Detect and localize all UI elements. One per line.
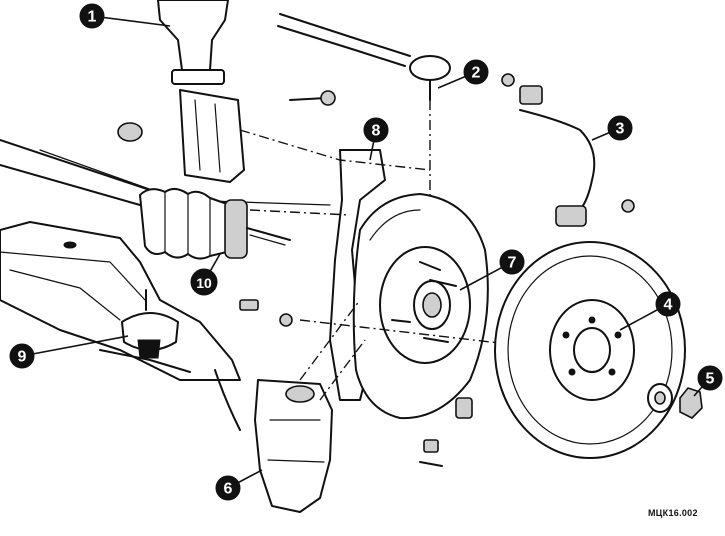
svg-text:4: 4	[664, 297, 673, 314]
bolts	[239, 299, 473, 467]
brake-disc	[494, 241, 686, 459]
svg-text:6: 6	[224, 481, 233, 498]
callout-2: 2	[463, 59, 489, 85]
callout-6: 6	[215, 475, 241, 501]
tie-rod	[277, 13, 451, 250]
svg-text:9: 9	[18, 349, 27, 366]
svg-text:8: 8	[372, 123, 381, 140]
hub-nut	[647, 383, 703, 419]
figure-code: МЦК16.002	[648, 508, 698, 518]
svg-text:2: 2	[472, 65, 481, 82]
brake-caliper	[214, 299, 366, 513]
callout-5: 5	[697, 365, 723, 391]
svg-text:1: 1	[88, 9, 97, 26]
svg-text:5: 5	[706, 371, 715, 388]
callout-1: 1	[79, 3, 105, 29]
svg-text:10: 10	[196, 275, 212, 291]
subframe	[0, 221, 241, 381]
callout-8: 8	[363, 117, 389, 143]
callout-3: 3	[607, 115, 633, 141]
wheel-hub	[299, 246, 561, 364]
abs-sensor	[501, 73, 635, 227]
svg-text:7: 7	[508, 255, 517, 272]
svg-text:3: 3	[616, 121, 625, 138]
callout-7: 7	[499, 249, 525, 275]
callout-9: 9	[9, 343, 35, 369]
callout-4: 4	[655, 291, 681, 317]
cv-joint-boot	[139, 188, 291, 260]
callout-10: 10	[190, 268, 218, 296]
ball-joint	[121, 289, 179, 359]
strut-assembly	[117, 0, 336, 183]
